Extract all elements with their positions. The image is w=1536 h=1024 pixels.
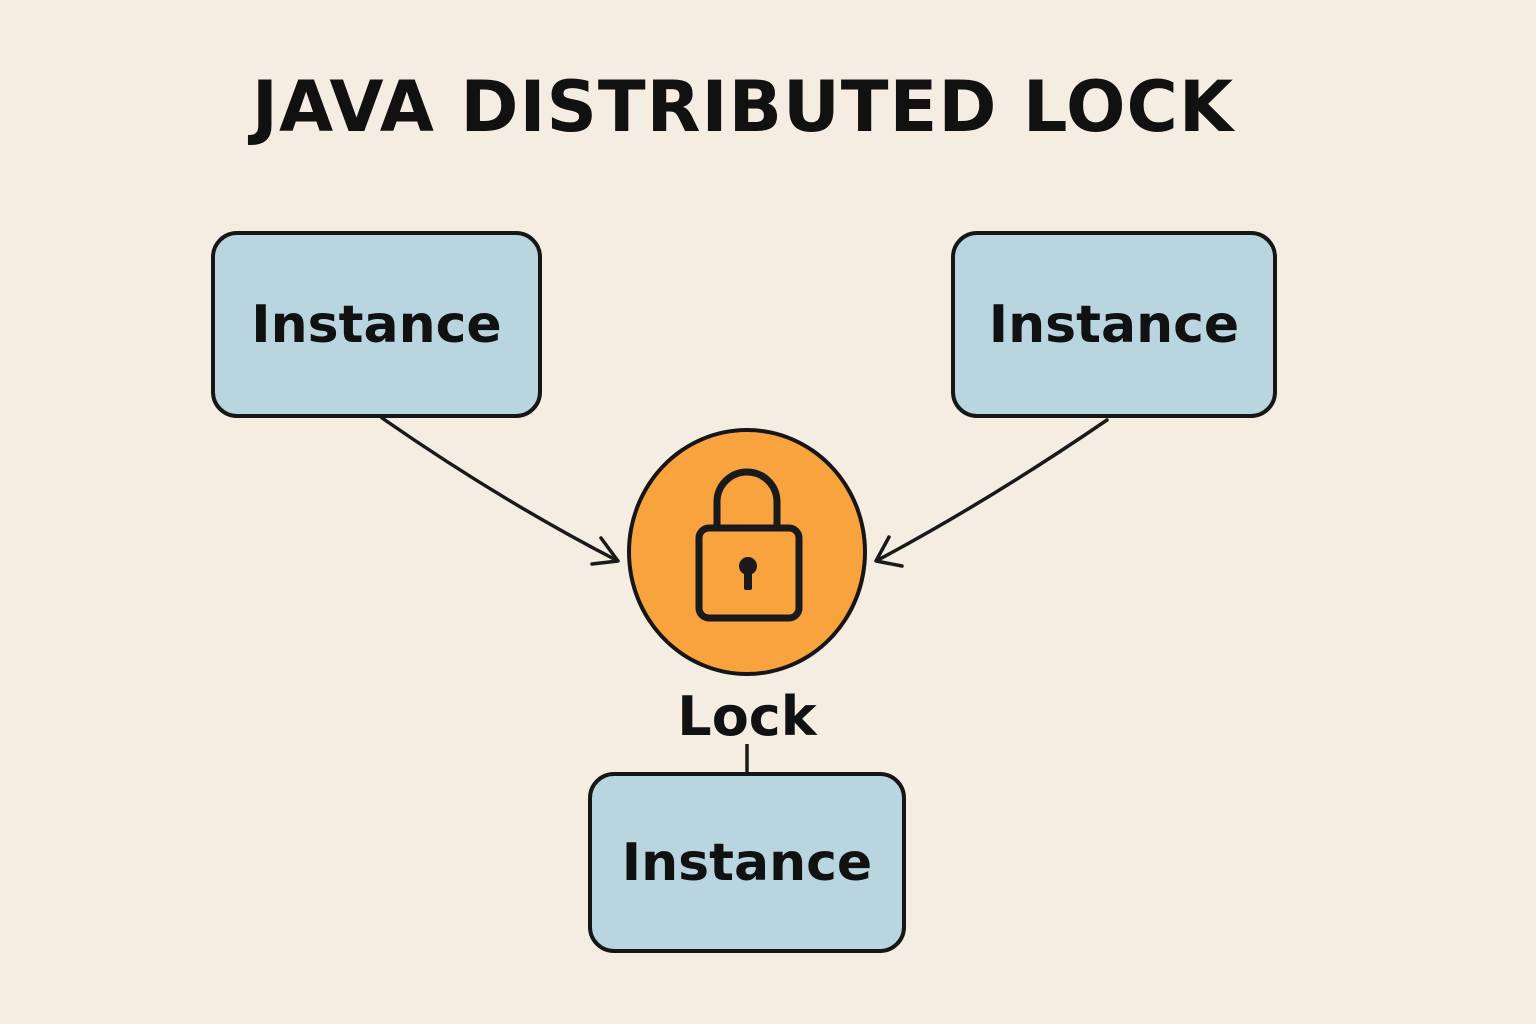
lock-node[interactable] <box>627 428 867 676</box>
page-title: JAVA DISTRIBUTED LOCK <box>251 66 1235 148</box>
instance-label: Instance <box>621 832 873 893</box>
instance-box-bottom[interactable]: Instance <box>588 772 906 953</box>
lock-label: Lock <box>677 685 817 748</box>
padlock-icon <box>695 468 803 622</box>
arrowhead-right <box>874 535 904 568</box>
instance-label: Instance <box>988 294 1240 355</box>
arrowhead-left <box>590 536 620 566</box>
instance-box-left[interactable]: Instance <box>211 231 542 418</box>
instance-label: Instance <box>251 294 502 355</box>
arrow-right-to-lock <box>876 418 1109 562</box>
instance-box-right[interactable]: Instance <box>951 231 1277 418</box>
arrow-left-to-lock <box>380 416 618 562</box>
